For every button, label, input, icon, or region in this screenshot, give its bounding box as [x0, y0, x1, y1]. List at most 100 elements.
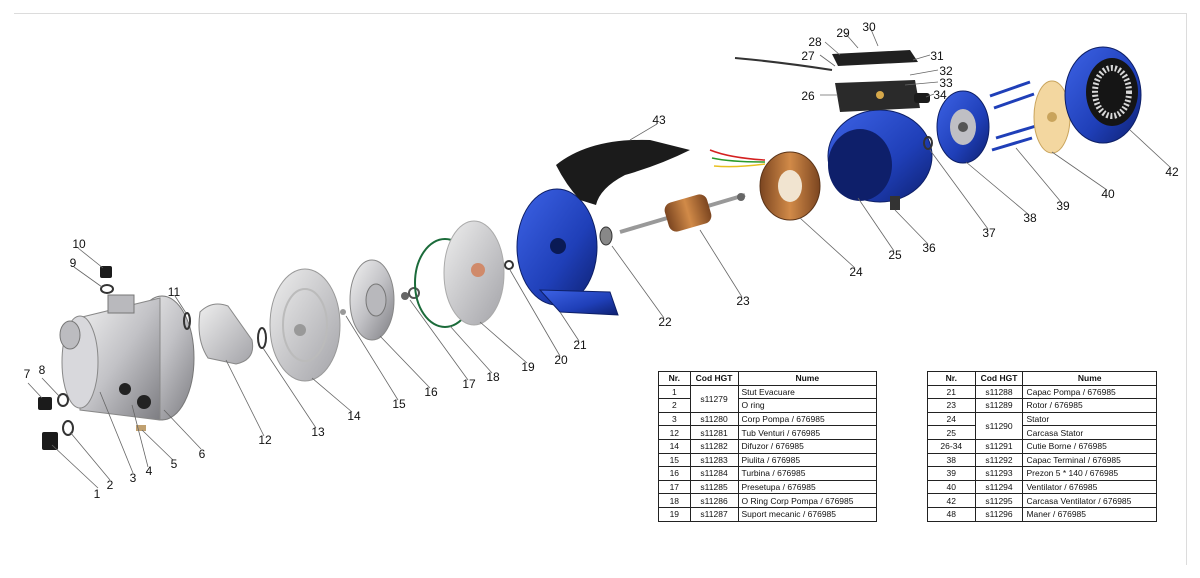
cell-nume: Piulita / 676985: [737, 452, 877, 468]
table-row: 38 s11292 Capac Terminal / 676985: [927, 452, 1157, 468]
table-row: 15 s11283 Piulita / 676985: [658, 452, 877, 468]
cell-nr: 15: [658, 452, 691, 468]
column-header-cod: Cod HGT: [974, 371, 1024, 386]
callout-28: 28: [808, 35, 822, 49]
table-row: 25 Carcasa Stator: [927, 425, 1157, 440]
cell-nume: Maner / 676985: [1022, 506, 1157, 522]
table-row: 19 s11287 Suport mecanic / 676985: [658, 506, 877, 522]
cell-cod: s11295: [974, 493, 1024, 508]
cell-nr: 40: [927, 479, 976, 495]
callout-23: 23: [736, 294, 750, 308]
frame-right-border: [1186, 13, 1187, 565]
table-row: 23 s11289 Rotor / 676985: [927, 398, 1157, 413]
cell-nume: Difuzor / 676985: [737, 438, 877, 454]
cell-nume: Carcasa Stator: [1022, 425, 1157, 440]
table-row: 2 O ring: [658, 398, 877, 413]
callout-30: 30: [862, 20, 876, 34]
fan-housing-part: [1064, 46, 1142, 144]
callout-7: 7: [24, 367, 31, 381]
fan-part: [1033, 80, 1071, 154]
cell-nr: 39: [927, 466, 976, 481]
cell-nume: Tub Venturi / 676985: [737, 425, 877, 440]
callout-36: 36: [922, 241, 936, 255]
callout-1: 1: [94, 487, 101, 501]
cell-nr: 17: [658, 479, 691, 495]
venturi-tube-part: [198, 303, 267, 365]
cell-cod: s11282: [689, 438, 739, 454]
cell-nr: 38: [927, 452, 976, 468]
impeller-part: [340, 259, 395, 341]
table-row: 42 s11295 Carcasa Ventilator / 676985: [927, 493, 1157, 508]
callout-26: 26: [801, 89, 815, 103]
callout-19: 19: [521, 360, 535, 374]
table-row: 26-34 s11291 Cutie Borne / 676985: [927, 438, 1157, 454]
table-row: 3 s11280 Corp Pompa / 676985: [658, 411, 877, 427]
cell-cod: s11283: [689, 452, 739, 468]
callout-10: 10: [72, 237, 86, 251]
cell-cod: s11294: [974, 479, 1024, 495]
cell-nume: Stut Evacuare: [737, 384, 877, 400]
cell-nr: 42: [927, 493, 976, 508]
callout-2: 2: [107, 478, 114, 492]
studs-part: [989, 80, 1037, 152]
callout-18: 18: [486, 370, 500, 384]
column-header-cod: Cod HGT: [689, 371, 739, 386]
cell-nume: Prezon 5 * 140 / 676985: [1022, 466, 1157, 481]
cell-nr: 19: [658, 506, 691, 522]
table-row: 14 s11282 Difuzor / 676985: [658, 438, 877, 454]
callout-15: 15: [392, 397, 406, 411]
cell-nume: Ventilator / 676985: [1022, 479, 1157, 495]
callout-12: 12: [258, 433, 272, 447]
table-row: 21 s11288 Capac Pompa / 676985: [927, 384, 1157, 400]
parts-table-right: Nr. Cod HGT Nume 21 s11288 Capac Pompa /…: [927, 371, 1157, 522]
table-row: 18 s11286 O Ring Corp Pompa / 676985: [658, 493, 877, 508]
cell-cod: s11287: [689, 506, 739, 522]
callout-29: 29: [836, 26, 850, 40]
column-header-nr: Nr.: [658, 371, 691, 386]
table-header-row: Nr. Cod HGT Nume: [927, 371, 1157, 386]
cell-nume: O Ring Corp Pompa / 676985: [737, 493, 877, 508]
cell-nume: Capac Terminal / 676985: [1022, 452, 1157, 468]
cell-nr: 25: [927, 425, 976, 440]
table-row: 39 s11293 Prezon 5 * 140 / 676985: [927, 466, 1157, 481]
table-row: 17 s11285 Presetupa / 676985: [658, 479, 877, 495]
cell-nume: Corp Pompa / 676985: [737, 411, 877, 427]
plug-part: [38, 266, 191, 450]
callout-4: 4: [146, 464, 153, 478]
cell-nr: 24: [927, 411, 976, 427]
cell-cod: s11292: [974, 452, 1024, 468]
callout-39: 39: [1056, 199, 1070, 213]
pump-cover-part: [516, 188, 619, 316]
stator-housing-part: [827, 109, 933, 210]
cell-nr: 16: [658, 466, 691, 481]
callout-27: 27: [801, 49, 815, 63]
cell-nr: 14: [658, 438, 691, 454]
cell-nume: Stator: [1022, 411, 1157, 427]
cell-nume: Capac Pompa / 676985: [1022, 384, 1157, 400]
callout-21: 21: [573, 338, 587, 352]
column-header-nume: Nume: [737, 371, 877, 386]
cell-nume: Rotor / 676985: [1022, 398, 1157, 413]
callout-20: 20: [554, 353, 568, 367]
frame-top-border: [14, 13, 1186, 14]
cell-nr: 21: [927, 384, 976, 400]
cell-nume: O ring: [737, 398, 877, 413]
callout-32: 32: [939, 64, 953, 78]
cell-nr: 48: [927, 506, 976, 522]
callout-42: 42: [1165, 165, 1179, 179]
callout-9: 9: [70, 256, 77, 270]
callout-22: 22: [658, 315, 672, 329]
table-row: 24 s11290 Stator: [927, 411, 1157, 440]
table-row: 12 s11281 Tub Venturi / 676985: [658, 425, 877, 440]
cell-cod: s11286: [689, 493, 739, 508]
cell-nume: Suport mecanic / 676985: [737, 506, 877, 522]
callout-3: 3: [130, 471, 137, 485]
bearing-part: [599, 226, 613, 246]
cell-nume: Presetupa / 676985: [737, 479, 877, 495]
cell-nume: Carcasa Ventilator / 676985: [1022, 493, 1157, 508]
cell-nr: 1: [658, 384, 691, 400]
callout-38: 38: [1023, 211, 1037, 225]
callout-8: 8: [39, 363, 46, 377]
callout-13: 13: [311, 425, 325, 439]
column-header-nr: Nr.: [927, 371, 976, 386]
